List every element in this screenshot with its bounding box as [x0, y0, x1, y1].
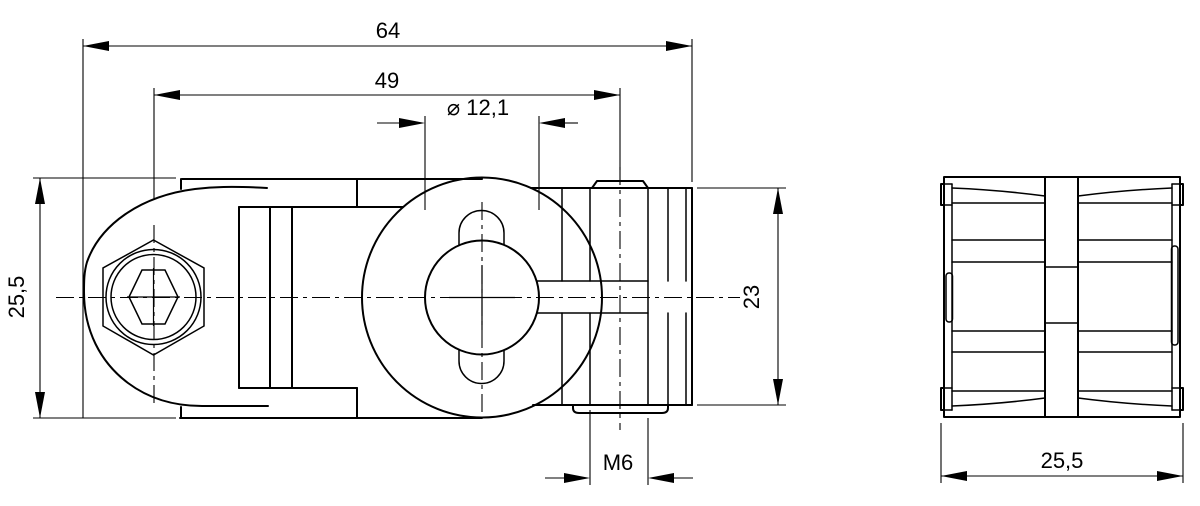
dim-clamp-height-23: 23 — [697, 187, 786, 406]
saddle-bottom — [951, 397, 1173, 407]
dim-label-side-width: 25,5 — [1041, 448, 1084, 473]
dim-label-clamp-height: 23 — [739, 285, 764, 309]
dim-side-width-255: 25,5 — [940, 423, 1184, 483]
body-plate — [179, 178, 483, 419]
saddle-top — [951, 187, 1173, 197]
dim-label-thread: M6 — [603, 450, 634, 475]
side-body — [940, 176, 1184, 418]
center-band — [1044, 176, 1079, 418]
clamp-jaw — [530, 180, 693, 414]
dim-label-64: 64 — [376, 18, 400, 43]
dim-thread-m6: M6 — [545, 410, 693, 485]
edge-strip-right — [1170, 245, 1179, 346]
nut-boss — [572, 404, 669, 414]
slot — [458, 209, 505, 385]
side-view: 25,5 — [940, 176, 1184, 483]
dimensions-front: 64 49 ⌀ 12,1 25,5 — [4, 18, 786, 485]
centerlines — [56, 167, 740, 430]
dim-screw-distance-49: 49 — [153, 68, 621, 200]
edge-strip-left — [945, 272, 954, 323]
dim-body-height-255: 25,5 — [4, 177, 176, 419]
dim-label-body-height: 25,5 — [4, 276, 29, 319]
swivel-head — [83, 185, 269, 407]
dim-bore-diameter: ⌀ 12,1 — [377, 95, 578, 210]
dim-label-bore: ⌀ 12,1 — [447, 95, 509, 120]
front-view — [56, 167, 740, 430]
dim-label-49: 49 — [375, 68, 399, 93]
dim-overall-width-64: 64 — [82, 18, 693, 418]
